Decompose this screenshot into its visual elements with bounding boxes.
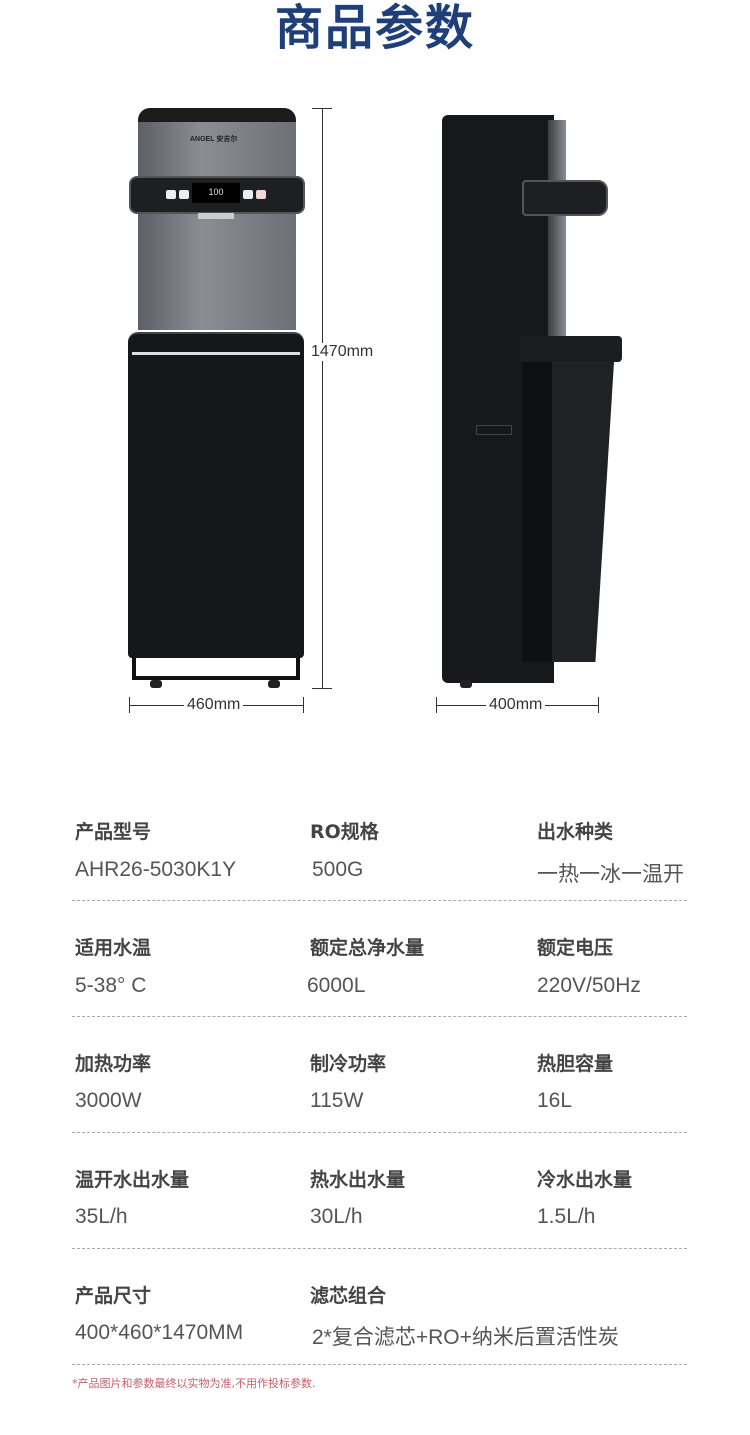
spec-label: 出水种类	[537, 821, 614, 843]
height-dimension: 1470mm	[308, 343, 377, 361]
divider	[72, 1016, 687, 1017]
divider	[72, 900, 687, 901]
divider	[72, 1248, 687, 1249]
spec-label: 适用水温	[75, 937, 152, 959]
spec-label: RO规格	[310, 821, 379, 843]
spec-value: 2*复合滤芯+RO+纳米后置活性炭	[312, 1326, 619, 1349]
spec-value: 115W	[310, 1089, 364, 1112]
spec-label: 热水出水量	[310, 1169, 406, 1191]
spec-label: 制冷功率	[310, 1053, 387, 1075]
display-panel: 100	[192, 183, 240, 203]
brand-logo: ANGEL 安吉尔	[190, 136, 238, 143]
divider	[72, 1132, 687, 1133]
spec-value: 6000L	[307, 974, 366, 997]
spec-label: 产品型号	[75, 821, 152, 843]
spec-value: 220V/50Hz	[537, 974, 641, 997]
spec-label: 冷水出水量	[537, 1169, 633, 1191]
spec-value: 1.5L/h	[537, 1205, 596, 1228]
spec-label: 温开水出水量	[75, 1169, 190, 1191]
spec-label: 热胆容量	[537, 1053, 614, 1075]
spec-label: 加热功率	[75, 1053, 152, 1075]
spec-value: 35L/h	[75, 1205, 128, 1228]
spec-value: 16L	[537, 1089, 573, 1112]
spec-value: 一热一冰一温开	[537, 863, 684, 886]
depth-dimension: 400mm	[486, 696, 546, 714]
spec-label: 额定电压	[537, 937, 614, 959]
spec-value: 500G	[312, 858, 364, 881]
disclaimer-note: *产品图片和参数最终以实物为准,不用作投标参数.	[72, 1377, 316, 1390]
divider	[72, 1364, 687, 1365]
spec-value: AHR26-5030K1Y	[75, 858, 237, 881]
width-dimension: 460mm	[184, 696, 244, 714]
spec-label: 产品尺寸	[75, 1285, 152, 1307]
spec-value: 5-38° C	[75, 974, 147, 997]
spec-label: 滤芯组合	[310, 1285, 387, 1307]
spec-value: 400*460*1470MM	[75, 1321, 244, 1344]
page-title: 商品参数	[274, 0, 475, 56]
spec-label: 额定总净水量	[310, 937, 425, 959]
spec-value: 3000W	[75, 1089, 142, 1112]
spec-value: 30L/h	[310, 1205, 363, 1228]
